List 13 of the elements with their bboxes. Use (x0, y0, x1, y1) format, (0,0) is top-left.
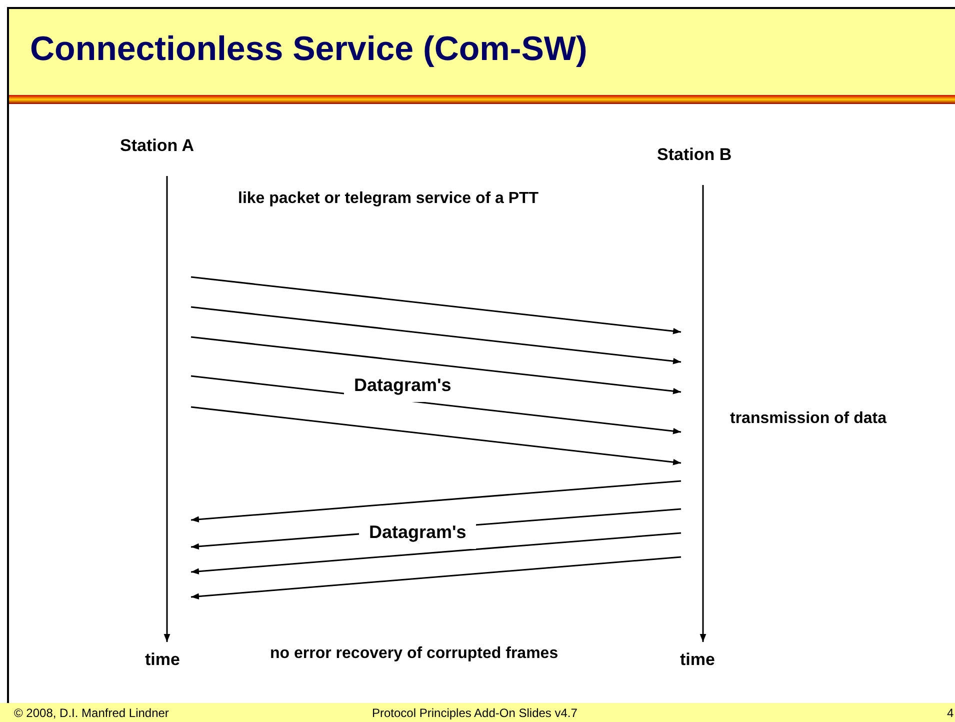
note-text: no error recovery of corrupted frames (270, 645, 558, 663)
station-label: Station B (657, 145, 732, 165)
timeline-arrow (700, 185, 706, 642)
timeline-arrow (164, 176, 170, 642)
time-label: time (145, 650, 180, 670)
page-number: 4 (947, 706, 954, 720)
footer-text: Protocol Principles Add-On Slides v4.7 (372, 706, 578, 720)
note-text: transmission of data (730, 410, 886, 428)
time-label: time (680, 650, 715, 670)
note-text: like packet or telegram service of a PTT (238, 190, 539, 208)
slide-title: Connectionless Service (Com-SW) (30, 30, 588, 69)
footer-text: © 2008, D.I. Manfred Lindner (14, 706, 169, 720)
station-label: Station A (120, 136, 194, 156)
